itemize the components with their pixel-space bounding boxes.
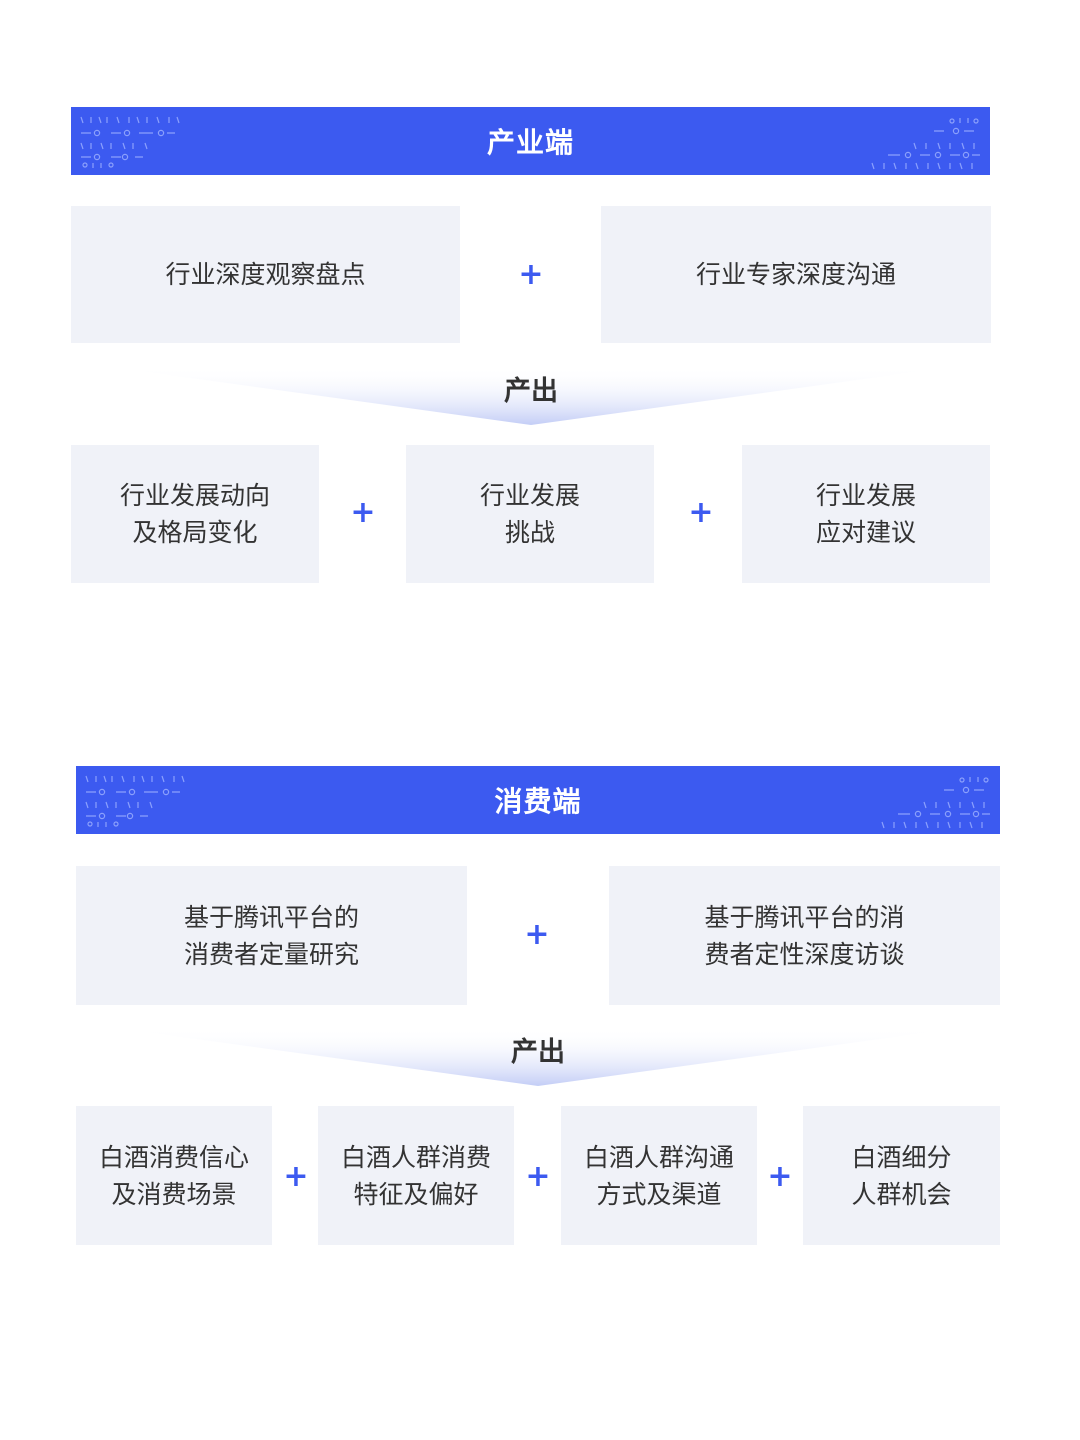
box-label: 行业发展 挑战 bbox=[479, 481, 580, 547]
plus-icon: + bbox=[350, 494, 376, 530]
plus-icon: + bbox=[524, 916, 550, 952]
consumer-input-box: 基于腾讯平台的 消费者定量研究 bbox=[76, 866, 467, 1005]
dot-pattern-decoration bbox=[881, 777, 990, 829]
plus-icon: + bbox=[525, 1158, 551, 1194]
box-label: 行业专家深度沟通 bbox=[695, 260, 896, 289]
box-label: 基于腾讯平台的 消费者定量研究 bbox=[183, 902, 359, 969]
industry-output-box: 行业发展 应对建议 bbox=[742, 445, 990, 583]
output-label: 产出 bbox=[511, 1037, 565, 1068]
industry-input-box: 行业专家深度沟通 bbox=[601, 206, 991, 343]
consumer-input-box: 基于腾讯平台的消 费者定性深度访谈 bbox=[609, 866, 1000, 1005]
plus-icon: + bbox=[688, 494, 714, 530]
consumer-title: 消费端 bbox=[494, 785, 582, 818]
dot-pattern-decoration bbox=[80, 116, 180, 168]
dot-pattern-decoration bbox=[85, 775, 185, 827]
box-label: 白酒人群消费 特征及偏好 bbox=[340, 1142, 491, 1209]
funnel-arrow-shape bbox=[116, 1028, 960, 1086]
box-label: 白酒消费信心 及消费场景 bbox=[98, 1142, 249, 1209]
box-label: 行业深度观察盘点 bbox=[165, 260, 366, 289]
industry-output-box: 行业发展动向 及格局变化 bbox=[71, 445, 319, 583]
dot-pattern-decoration bbox=[871, 118, 980, 170]
box-label: 基于腾讯平台的消 费者定性深度访谈 bbox=[704, 902, 905, 969]
industry-input-box: 行业深度观察盘点 bbox=[71, 206, 460, 343]
consumer-output-box: 白酒人群消费 特征及偏好 bbox=[318, 1106, 514, 1245]
consumer-output-box: 白酒消费信心 及消费场景 bbox=[76, 1106, 272, 1245]
plus-icon: + bbox=[283, 1158, 309, 1194]
consumer-header: 消费端 bbox=[76, 766, 1000, 834]
box-label: 行业发展动向 及格局变化 bbox=[119, 481, 270, 547]
consumer-output-box: 白酒人群沟通 方式及渠道 bbox=[561, 1106, 757, 1245]
industry-output-box: 行业发展 挑战 bbox=[406, 445, 654, 583]
funnel-arrow-shape bbox=[111, 367, 951, 425]
consumer-section: 消费端 基于腾讯平台的 消费者定量研究 + 基于腾讯平台的消 费者定性深度访谈 bbox=[76, 766, 1000, 1248]
box-label: 白酒人群沟通 方式及渠道 bbox=[583, 1142, 734, 1209]
consumer-output-box: 白酒细分 人群机会 bbox=[803, 1106, 1000, 1245]
industry-title: 产业端 bbox=[486, 126, 574, 159]
industry-section: 产业端 行业深度观察盘点 + 行业专家深度沟通 产出 行业发展动 bbox=[71, 107, 991, 587]
box-label: 白酒细分 人群机会 bbox=[851, 1142, 952, 1209]
plus-icon: + bbox=[767, 1158, 793, 1194]
industry-header: 产业端 bbox=[71, 107, 990, 175]
output-label: 产出 bbox=[504, 376, 558, 407]
box-label: 行业发展 应对建议 bbox=[815, 481, 916, 547]
plus-icon: + bbox=[518, 256, 544, 292]
